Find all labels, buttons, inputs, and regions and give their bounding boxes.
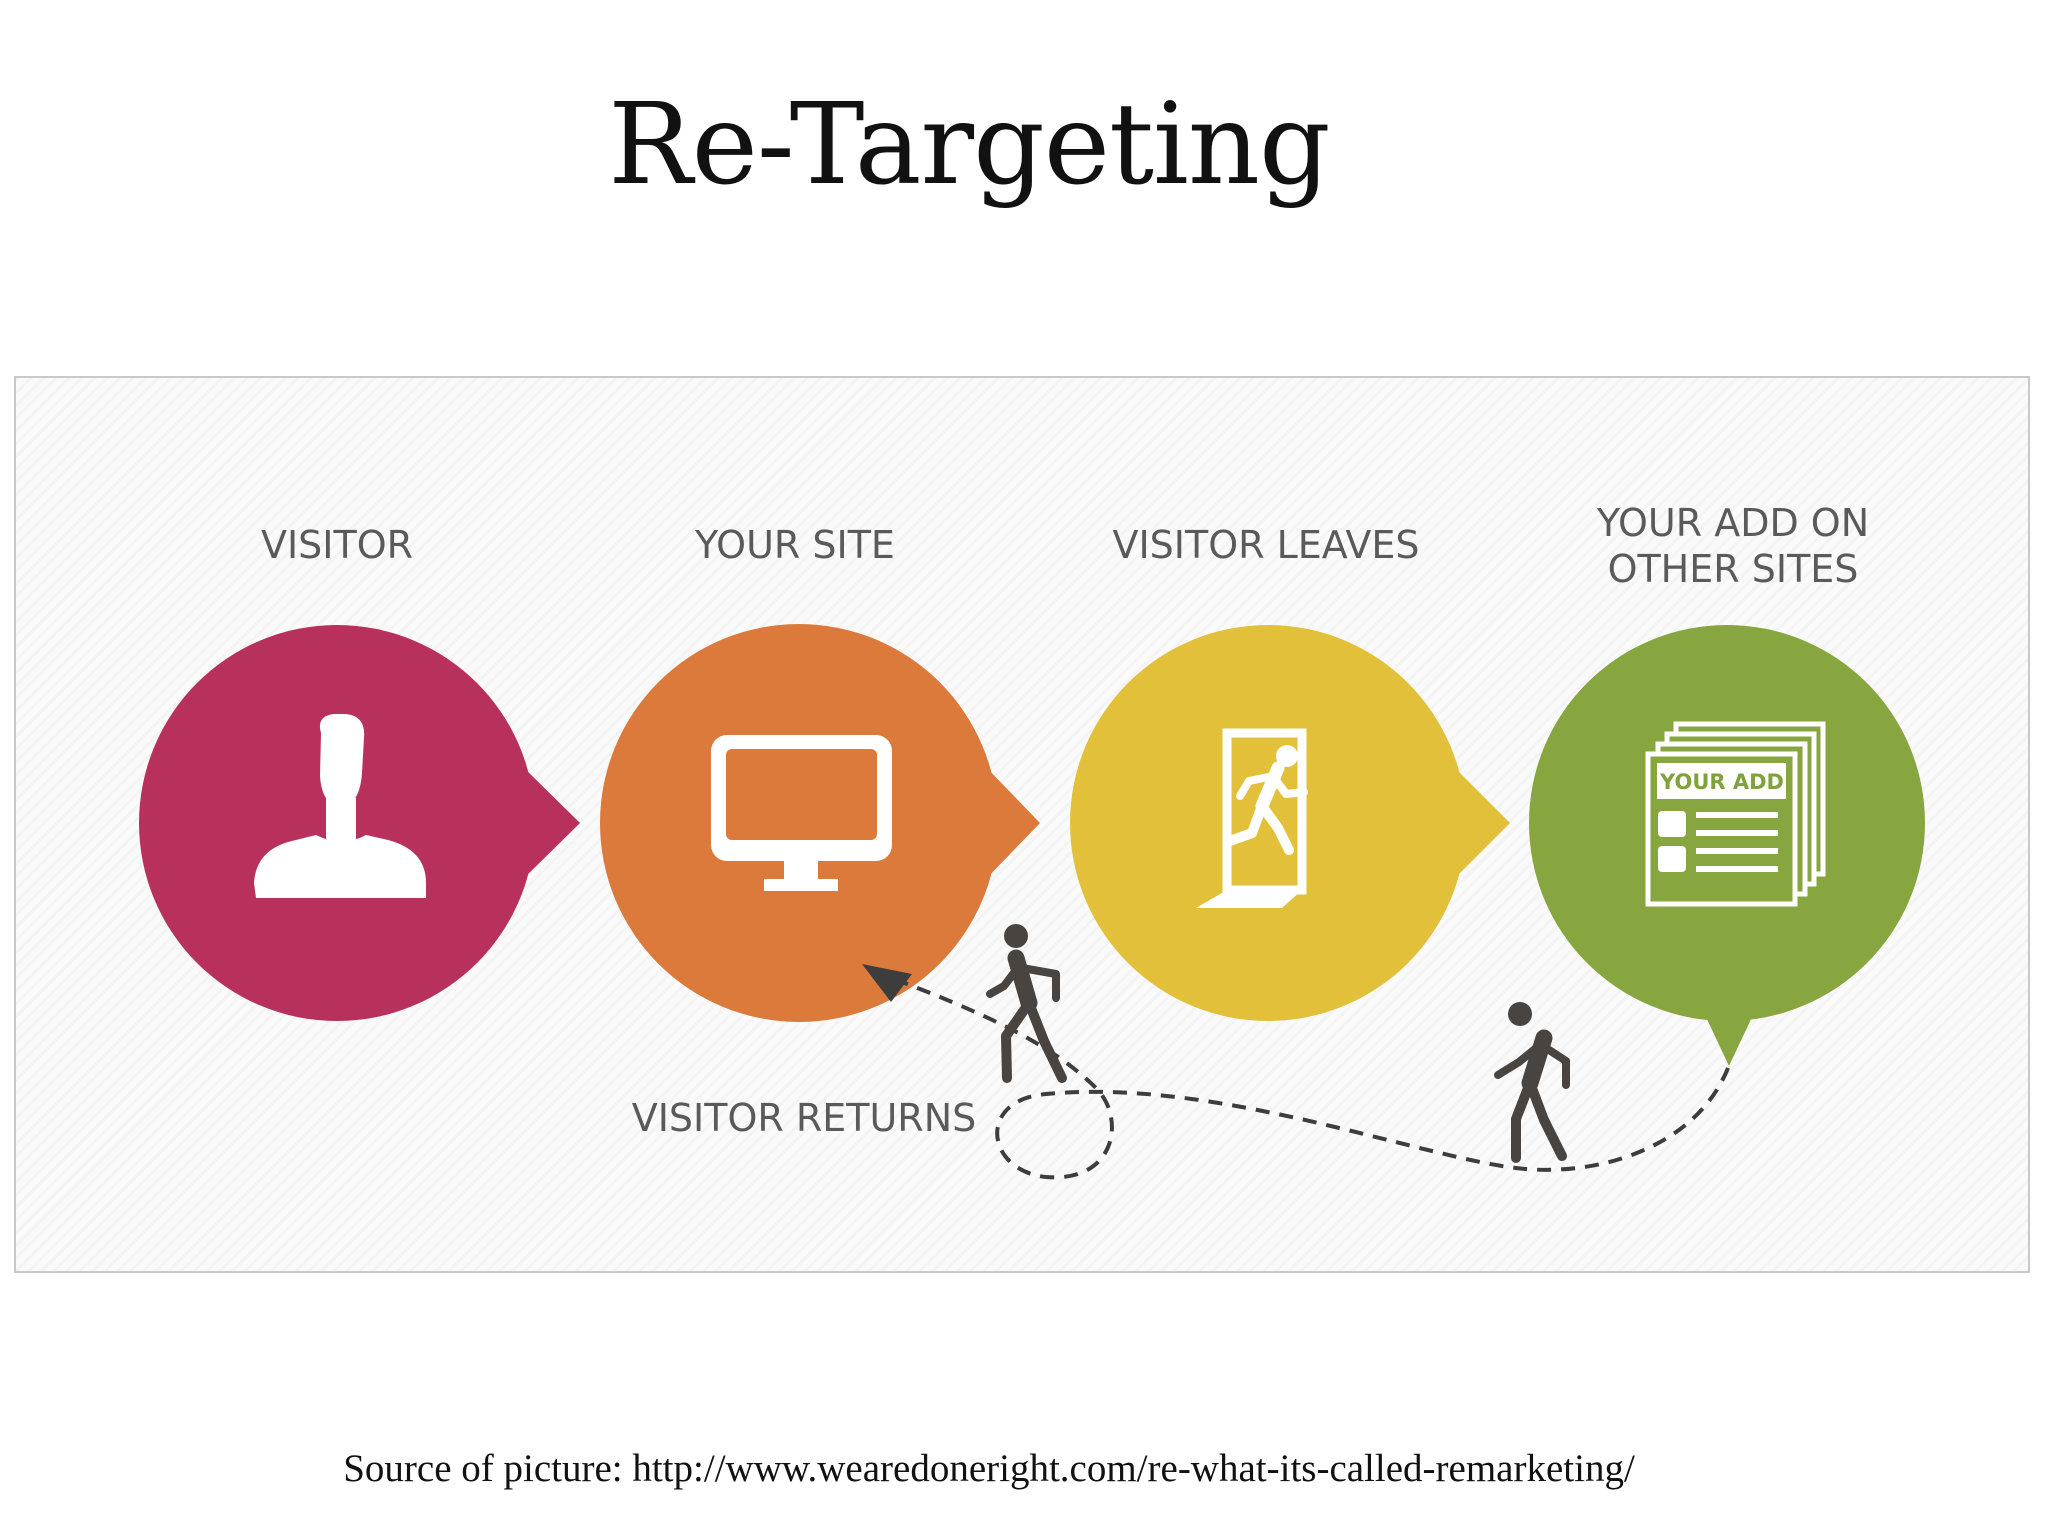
person-icon [254,714,426,898]
visitor-leaves-bubble [1070,625,1466,1021]
retargeting-diagram-svg: VISITOR YOUR SITE VISITOR LEAVES YOUR AD… [139,501,1925,1180]
step-label-your-site: YOUR SITE [694,523,895,567]
step-visitor [139,625,580,1021]
retargeting-diagram: VISITOR YOUR SITE VISITOR LEAVES YOUR AD… [14,376,2030,1273]
return-arrow-icon [862,964,912,1002]
source-caption: Source of picture: http://www.wearedoner… [343,1447,1635,1490]
step-label-visitor-leaves: VISITOR LEAVES [1112,523,1419,567]
step-label-visitor: VISITOR [261,523,413,567]
ad-pages-icon-label: YOUR ADD [1659,770,1784,794]
your-site-bubble-pointer [984,765,1040,881]
step-label-your-add-line2: OTHER SITES [1608,547,1859,591]
step-label-your-add-line1: YOUR ADD ON [1596,501,1869,545]
step-visitor-leaves [1070,625,1510,1021]
step-your-site [600,624,1040,1022]
walking-person-icon [986,924,1067,1083]
return-path [901,980,1730,1180]
walking-person-icon [1494,1002,1570,1163]
visitor-leaves-bubble-pointer [1452,765,1510,881]
ad-pages-icon: YOUR ADD [1645,721,1826,907]
visitor-bubble-pointer [521,765,580,881]
slide-title: Re-Targeting [608,80,1330,210]
monitor-icon [711,735,892,891]
step-your-add: YOUR ADD [1529,625,1925,1066]
exit-door-icon [1196,728,1308,908]
your-add-bubble-pointer [1697,998,1761,1066]
visitor-returns-label: VISITOR RETURNS [632,1096,977,1140]
